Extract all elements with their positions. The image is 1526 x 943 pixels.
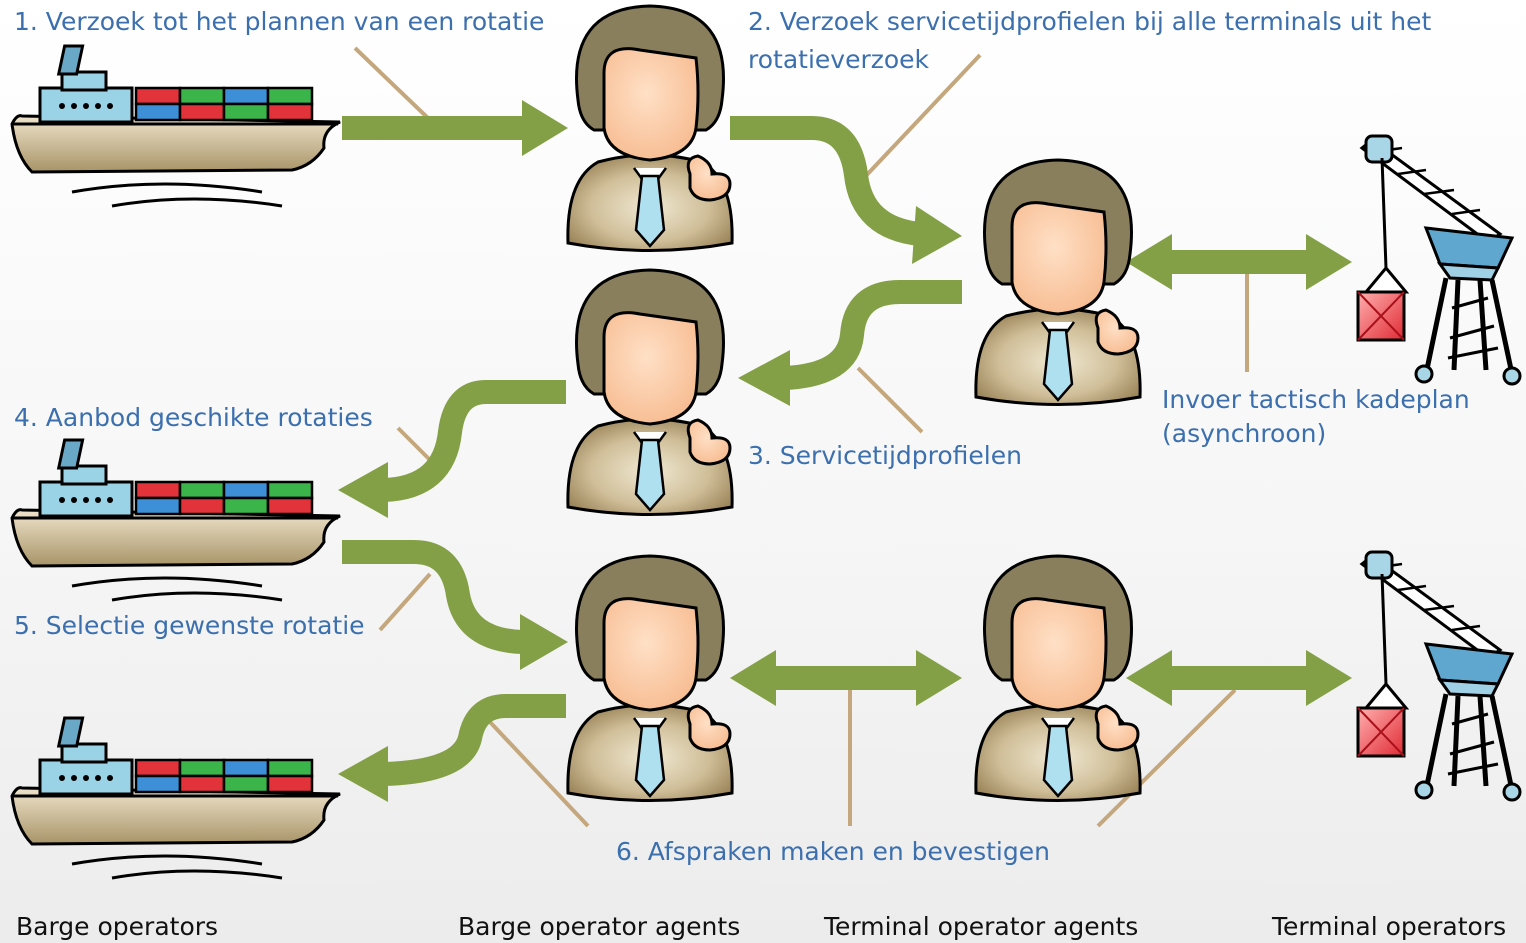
step2-label-line2: rotatieverzoek — [748, 45, 930, 74]
caption-terminal-operators: Terminal operators — [1272, 912, 1507, 941]
step2-label-line1: 2. Verzoek servicetijdprofielen bij alle… — [748, 7, 1432, 36]
barge-operator-agent-icon-2 — [566, 268, 734, 516]
step4-label: 4. Aanbod geschikte rotaties — [14, 403, 373, 432]
step5-label: 5. Selectie gewenste rotatie — [14, 611, 365, 640]
leader-lines — [353, 46, 1249, 828]
step3-label: 3. Servicetijdprofielen — [748, 441, 1022, 470]
flow-arrows — [342, 116, 1312, 786]
arrow-heads — [338, 100, 1352, 802]
terminal-operator-agent-icon-1 — [974, 158, 1142, 406]
quay-plan-label-line2: (asynchroon) — [1162, 419, 1327, 448]
harbor-crane-icon-1 — [1358, 136, 1520, 384]
arrow-offer-rotations — [383, 380, 566, 502]
harbor-crane-icon-2 — [1358, 552, 1520, 800]
caption-terminal-operator-agents: Terminal operator agents — [824, 912, 1139, 941]
arrow-service-profiles — [784, 280, 962, 390]
quay-plan-label-line1: Invoer tactisch kadeplan — [1162, 385, 1470, 414]
barge-ship-icon-3 — [10, 716, 342, 880]
barge-ship-icon-2 — [10, 438, 342, 602]
arrow-request-profiles — [730, 116, 922, 246]
arrow-select-rotation — [342, 540, 523, 654]
barge-operator-agent-icon-3 — [566, 554, 734, 802]
caption-barge-operator-agents: Barge operator agents — [458, 912, 741, 941]
terminal-operator-agent-icon-2 — [974, 554, 1142, 802]
arrow-confirm-ship — [383, 694, 566, 786]
barge-ship-icon-1 — [10, 44, 342, 208]
caption-barge-operators: Barge operators — [16, 912, 219, 941]
step6-label: 6. Afspraken maken en bevestigen — [616, 837, 1050, 866]
barge-operator-agent-icon-1 — [566, 4, 734, 252]
step1-label: 1. Verzoek tot het plannen van een rotat… — [14, 7, 545, 36]
